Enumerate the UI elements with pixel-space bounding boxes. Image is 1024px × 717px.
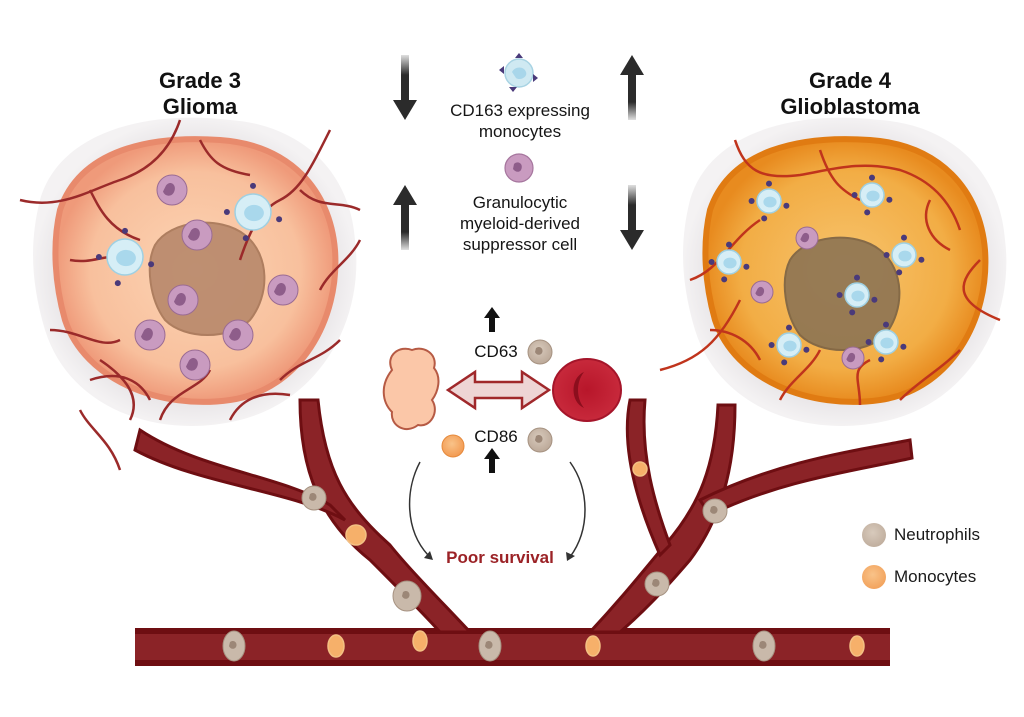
platelet-aggregate <box>382 347 440 431</box>
monocyte <box>345 524 367 546</box>
poor-survival-label: Poor survival <box>446 548 554 567</box>
cd163-label-line1: CD163 expressing <box>450 101 590 120</box>
cd86-neutrophil <box>527 427 553 453</box>
legend-label-monocytes: Monocytes <box>894 567 977 586</box>
left-vessel-branch <box>298 398 474 634</box>
monocyte-icon <box>862 565 886 589</box>
cd163-grade3-down-arrow <box>393 55 417 120</box>
monocyte <box>327 634 345 658</box>
gmdsc-cell <box>267 274 299 306</box>
gmdsc-cell <box>750 280 774 304</box>
grade3-title-line2: Glioma <box>162 94 238 119</box>
gmdsc-cell <box>841 346 865 370</box>
tumor-cells <box>95 174 925 381</box>
cd163-label: CD163 expressing monocytes <box>420 100 620 142</box>
gmdsc-cell <box>795 226 819 250</box>
grade4-title-line1: Grade 4 <box>809 68 891 93</box>
monocyte <box>632 461 648 477</box>
cd163-monocyte <box>836 274 878 316</box>
cd163-monocyte <box>748 180 790 222</box>
right-curved-arrow <box>569 461 586 558</box>
cd63-neutrophil <box>527 339 553 365</box>
cd163-label-line2: monocytes <box>478 122 562 141</box>
gmdsc-label-line3: suppressor cell <box>462 235 578 254</box>
gmdsc-cell <box>222 319 254 351</box>
gmdsc-grade3-up-arrow <box>393 185 417 250</box>
legend-item-monocytes: Monocytes <box>862 565 976 589</box>
monocyte <box>849 635 865 657</box>
cd163-grade4-up-arrow <box>620 55 644 120</box>
gmdsc-label-line1: Granulocytic <box>472 193 568 212</box>
neutrophil-icon <box>862 523 886 547</box>
neutrophil <box>702 498 728 524</box>
cd86-monocyte <box>441 434 465 458</box>
gmdsc-cell <box>156 174 188 206</box>
gmdsc-label: Granulocytic myeloid-derived suppressor … <box>420 192 620 255</box>
grade4-title-line2: Glioblastoma <box>780 94 920 119</box>
legend-item-neutrophils: Neutrophils <box>862 523 980 547</box>
cd63-up-arrow <box>484 307 500 332</box>
cd163-monocyte-icon <box>499 53 538 92</box>
neutrophil <box>478 630 502 662</box>
cd163-monocyte <box>708 241 750 283</box>
neutrophil <box>301 485 327 511</box>
cd163-monocyte <box>851 174 893 216</box>
cd163-monocyte <box>223 182 283 242</box>
outcome-arrows <box>408 461 586 561</box>
cd63-label: CD63 <box>474 342 518 361</box>
neutrophil <box>392 580 422 612</box>
gmdsc-cell-icon <box>504 153 534 183</box>
grade4-glioblastoma-tumor <box>659 117 1007 426</box>
neutrophil <box>644 571 670 597</box>
grade3-title-line1: Grade 3 <box>159 68 241 93</box>
monocyte <box>585 635 601 657</box>
neutrophil <box>752 630 776 662</box>
left-curved-arrow <box>408 461 429 556</box>
monocyte <box>412 630 428 652</box>
interaction-double-arrow <box>445 369 552 411</box>
gmdsc-grade4-down-arrow <box>620 185 644 250</box>
gmdsc-cell <box>181 219 213 251</box>
legend-label-neutrophils: Neutrophils <box>894 525 980 544</box>
gmdsc-cell <box>179 349 211 381</box>
gmdsc-cell <box>134 319 166 351</box>
cd163-monocyte <box>865 321 907 363</box>
cd163-monocyte <box>95 227 155 287</box>
cd163-monocyte <box>883 234 925 276</box>
gmdsc-cell <box>167 284 199 316</box>
grade4-title: Grade 4 Glioblastoma <box>745 68 955 120</box>
gmdsc-label-line2: myeloid-derived <box>460 214 580 233</box>
cd86-up-arrow <box>484 448 500 473</box>
vessel-cells <box>222 461 865 662</box>
trend-arrows <box>393 55 644 473</box>
grade3-title: Grade 3 Glioma <box>110 68 290 120</box>
cd163-monocyte <box>768 324 810 366</box>
red-blood-cell <box>552 358 622 422</box>
neutrophil <box>222 630 246 662</box>
cd86-label: CD86 <box>474 427 518 446</box>
